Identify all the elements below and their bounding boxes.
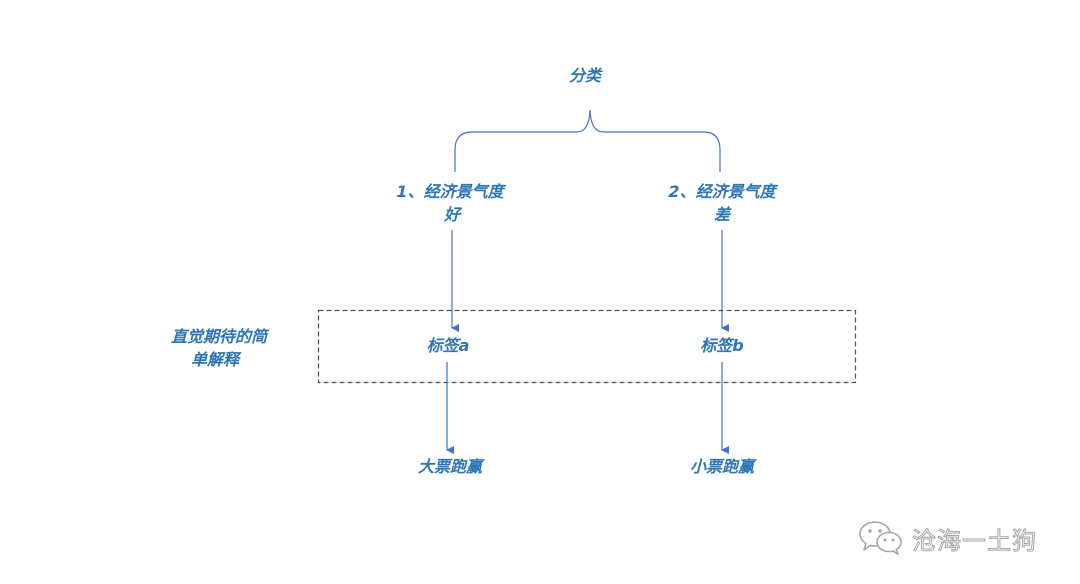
intuition-dashed-box [317,309,857,384]
branch-2-subtitle: 差 [713,205,731,224]
branch-2-title: 2、经济景气度 [668,182,776,201]
side-label-line-1: 直觉期待的简 [170,327,268,346]
classification-brace [454,109,721,172]
wechat-icon [859,521,902,555]
side-label-line-2: 单解释 [190,350,240,369]
outcome-a: 大票跑赢 [417,457,483,476]
root-node-classification: 分类 [568,66,602,85]
branch-1-title: 1、经济景气度 [396,182,504,201]
label-a: 标签a [426,336,470,355]
branch-1-subtitle: 好 [443,205,461,224]
watermark-text: 沧海一土狗 [912,526,1037,555]
watermark: 沧海一土狗 [858,518,1037,558]
label-b: 标签b [700,336,744,355]
outcome-b: 小票跑赢 [689,457,755,476]
